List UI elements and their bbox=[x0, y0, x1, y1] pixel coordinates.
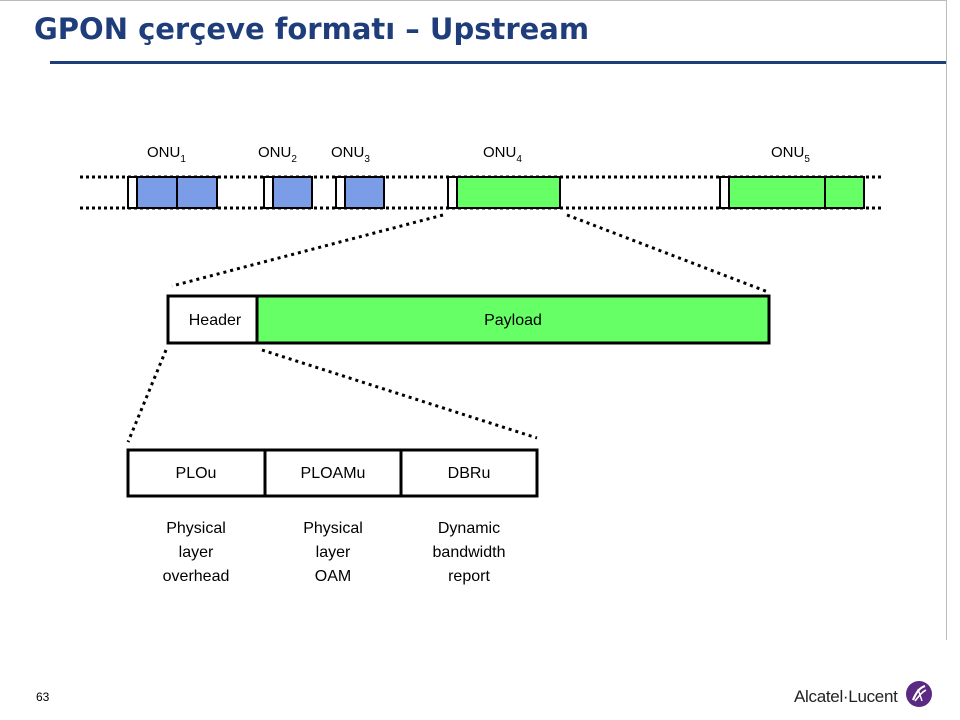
onu-2-label: ONU2 bbox=[258, 144, 297, 165]
ploamu-description-line-2: layer bbox=[316, 544, 351, 561]
header-fields: PLOu PLOAMu DBRu bbox=[126, 448, 539, 498]
plou-description-line-2: layer bbox=[179, 544, 214, 561]
onu-2-burst bbox=[263, 176, 313, 209]
onu-4-burst bbox=[447, 176, 561, 209]
frame-header-box bbox=[166, 294, 259, 345]
field-ploamu-box bbox=[263, 448, 403, 498]
onu-5-burst bbox=[719, 176, 865, 209]
ploamu-description-line-3: OAM bbox=[315, 568, 351, 585]
frame-header-label: Header bbox=[189, 312, 242, 329]
upstream-frame: Header Payload bbox=[166, 294, 771, 345]
field-descriptions: Physical layer overhead Physical layer O… bbox=[163, 520, 506, 585]
dbru-description-line-2: bandwidth bbox=[433, 544, 506, 561]
dbru-description-line-3: report bbox=[448, 568, 490, 585]
onu-5-burst-payload bbox=[728, 176, 865, 209]
frame-payload-label: Payload bbox=[484, 312, 542, 329]
field-plou-label: PLOu bbox=[176, 465, 217, 482]
page-number: 63 bbox=[36, 690, 50, 704]
field-dbru-box bbox=[399, 448, 539, 498]
onu-2-burst-payload bbox=[272, 176, 313, 209]
onu-5-label: ONU5 bbox=[771, 144, 810, 165]
onu-3-burst bbox=[335, 176, 385, 209]
alcatel-lucent-logo: Alcatel·Lucent bbox=[794, 679, 934, 714]
onu-1-burst bbox=[127, 176, 218, 209]
field-ploamu-label: PLOAMu bbox=[301, 465, 366, 482]
field-plou-box bbox=[126, 448, 267, 498]
slide-frame-right bbox=[946, 0, 947, 640]
onu-4-label: ONU4 bbox=[483, 144, 522, 165]
plou-description-line-1: Physical bbox=[166, 520, 226, 537]
zoom-line-left bbox=[171, 213, 444, 288]
slide-title: GPON çerçeve formatı – Upstream bbox=[34, 12, 590, 46]
slide-frame-top bbox=[0, 0, 946, 1]
frame-payload-box bbox=[255, 294, 771, 345]
onu-3-burst-payload bbox=[344, 176, 385, 209]
plou-description-line-3: overhead bbox=[163, 568, 230, 585]
onu-4-burst-payload bbox=[456, 176, 561, 209]
onu-3-label: ONU3 bbox=[331, 144, 370, 165]
title-underline bbox=[50, 61, 946, 64]
zoom-line-right bbox=[566, 213, 769, 294]
dbru-description-line-1: Dynamic bbox=[438, 520, 500, 537]
ploamu-description-line-1: Physical bbox=[303, 520, 363, 537]
onu-1-label: ONU1 bbox=[147, 144, 186, 165]
alcatel-lucent-swirl-icon bbox=[904, 679, 934, 714]
header-zoom-line-left bbox=[126, 349, 168, 443]
field-dbru-label: DBRu bbox=[448, 465, 491, 482]
logo-text: Alcatel·Lucent bbox=[794, 686, 898, 706]
header-zoom-line-right bbox=[261, 348, 538, 440]
